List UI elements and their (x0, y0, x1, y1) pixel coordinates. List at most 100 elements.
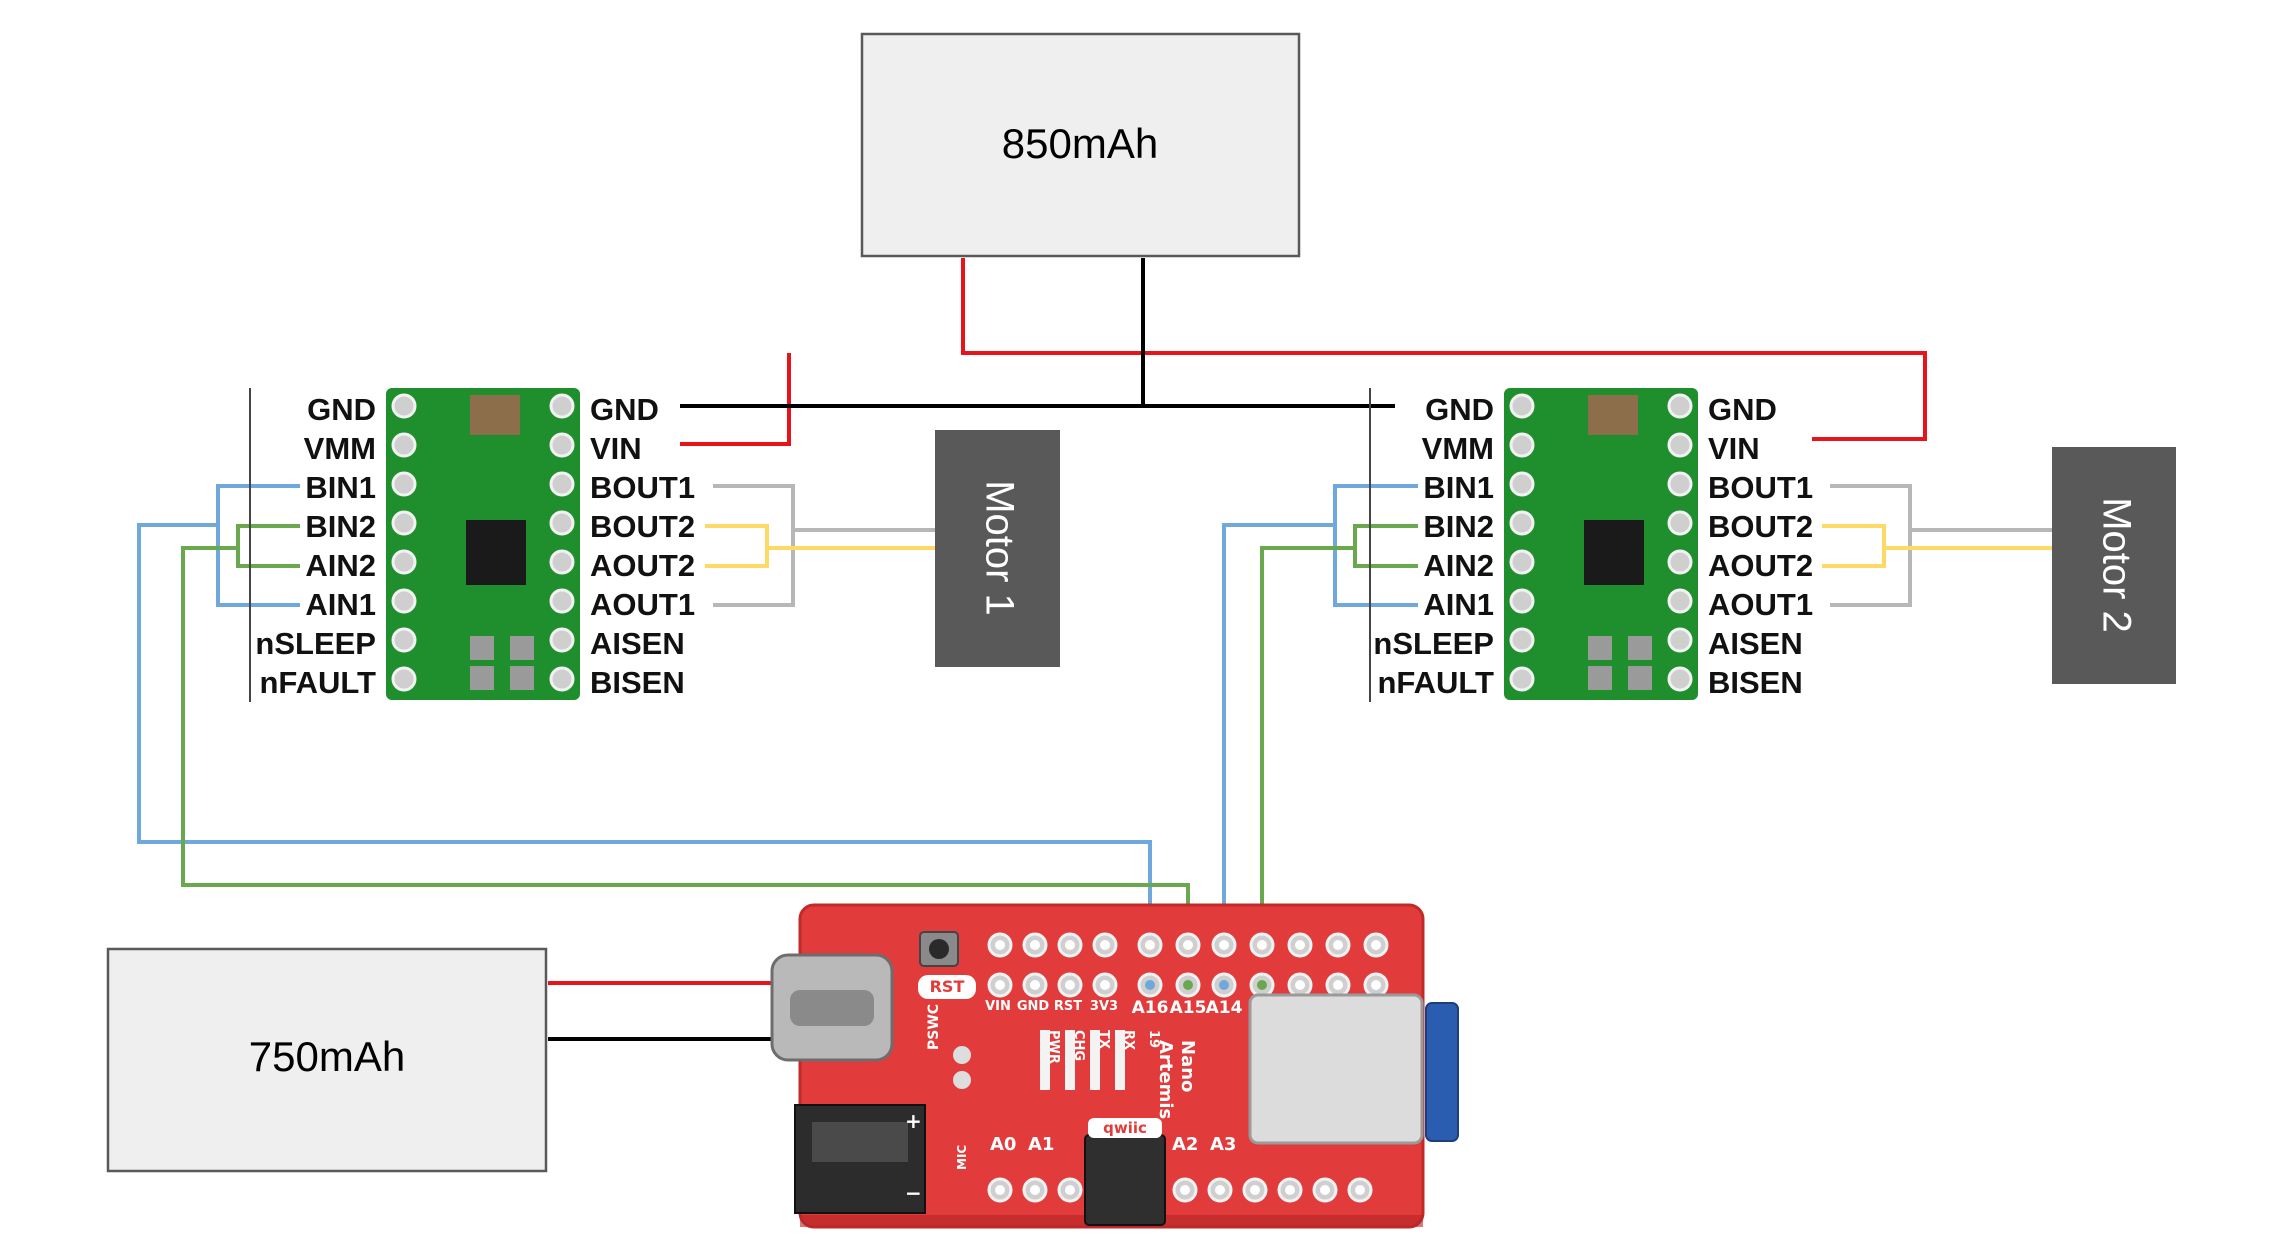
driver1-pin-gnd-right: GND (590, 392, 659, 427)
driver1-pin-ain2: AIN2 (305, 548, 376, 583)
qwiic-label: qwiic (1103, 1119, 1147, 1137)
led-19-label: 19 (1146, 1030, 1161, 1048)
svg-text:−: − (905, 1181, 922, 1205)
driver2-pin-aout1: AOUT1 (1708, 587, 1813, 622)
motor-2: Motor 2 (2052, 447, 2176, 684)
qwiic-connector (1084, 1134, 1166, 1226)
driver1-pin-vin: VIN (590, 431, 642, 466)
artemis-top-pin-labels: VIN GND RST 3V3 A16 A15 A14 (985, 998, 1242, 1018)
driver2-left-pin-labels: GND VMM BIN1 BIN2 AIN2 AIN1 nSLEEP nFAUL… (1373, 392, 1494, 700)
battery-850mah-label: 850mAh (1002, 120, 1158, 167)
driver2-pin-vmm: VMM (1422, 431, 1494, 466)
artemis-label-vin: VIN (985, 999, 1011, 1014)
driver1-bin2-wire (236, 524, 300, 568)
driver1-vin-wire (680, 353, 791, 446)
driver2-right-pin-labels: GND VIN BOUT1 BOUT2 AOUT2 AOUT1 AISEN BI… (1708, 392, 1813, 700)
driver1-pin-bout2: BOUT2 (590, 509, 695, 544)
driver2-pin-bisen: BISEN (1708, 665, 1803, 700)
driver1-pin-bout1: BOUT1 (590, 470, 695, 505)
driver1-pin-bin1: BIN1 (305, 470, 376, 505)
battery-main-positive-wire (961, 258, 1927, 441)
driver2-board (1504, 388, 1698, 700)
driver2-pin-aisen: AISEN (1708, 626, 1803, 661)
driver2-chip (1584, 520, 1644, 585)
motor-driver-2: GND VMM BIN1 BIN2 AIN2 AIN1 nSLEEP nFAUL… (1369, 388, 1813, 702)
motor1-gray-wire (713, 484, 795, 607)
motor2-gray-wire (1830, 484, 1912, 607)
artemis-bottom-header (987, 1177, 1373, 1203)
driver1-bin1-wire (216, 484, 300, 607)
driver1-pin-gnd-left: GND (307, 392, 376, 427)
driver2-pin-ain2: AIN2 (1423, 548, 1494, 583)
motor-driver-1: GND VMM BIN1 BIN2 AIN2 AIN1 nSLEEP nFAUL… (249, 388, 695, 702)
driver1-pin-aout2: AOUT2 (590, 548, 695, 583)
driver2-pin-gnd-right: GND (1708, 392, 1777, 427)
artemis-label-a14: A14 (1206, 998, 1243, 1018)
driver1-blue-signal-wire (137, 523, 1152, 985)
driver2-input-wires (1222, 484, 1418, 985)
motor-1-label: Motor 1 (977, 480, 1021, 616)
antenna (1425, 1002, 1459, 1142)
driver2-capacitor (1588, 395, 1638, 435)
driver2-pin-bout2: BOUT2 (1708, 509, 1813, 544)
driver1-pin-bin2: BIN2 (305, 509, 376, 544)
motor1-yellow-wire (705, 524, 769, 568)
driver1-pin-nsleep: nSLEEP (255, 626, 376, 661)
driver1-chip (466, 520, 526, 585)
driver1-pads (391, 393, 575, 692)
driver1-pin-aisen: AISEN (590, 626, 685, 661)
driver2-bin2-wire (1353, 524, 1418, 568)
artemis-label-rst: RST (1054, 999, 1082, 1014)
driver2-pin-ain1: AIN1 (1423, 587, 1494, 622)
driver2-pin-bin2: BIN2 (1423, 509, 1494, 544)
pswc-label: PSWC (926, 1004, 942, 1050)
artemis-led-labels: PWR CHG TX RX 19 (1040, 1030, 1161, 1090)
driver2-pin-vin: VIN (1708, 431, 1760, 466)
driver2-bin1-wire (1333, 484, 1418, 607)
motor2-wires (1822, 484, 2052, 607)
artemis-label-a2: A2 (1172, 1134, 1198, 1155)
driver1-pin-ain1: AIN1 (305, 587, 376, 622)
driver1-capacitor (470, 395, 520, 435)
driver2-green-signal-wire (1260, 546, 1355, 985)
artemis-label-gnd: GND (1017, 999, 1050, 1014)
driver2-pads (1509, 393, 1693, 692)
rst-label: RST (930, 977, 965, 996)
driver1-left-pin-labels: GND VMM BIN1 BIN2 AIN2 AIN1 nSLEEP nFAUL… (255, 392, 376, 700)
driver1-right-pin-labels: GND VIN BOUT1 BOUT2 AOUT2 AOUT1 AISEN BI… (590, 392, 695, 700)
artemis-nano-board: RST VIN G (770, 903, 1459, 1229)
svg-text:+: + (905, 1109, 922, 1133)
motor2-yellow-wire (1822, 524, 1886, 568)
artemis-module (1248, 993, 1424, 1145)
driver2-pin-aout2: AOUT2 (1708, 548, 1813, 583)
artemis-name-line1: Artemis (1155, 1040, 1176, 1119)
battery-850mah: 850mAh (860, 32, 1301, 258)
artemis-bottom-labels: A0 A1 A2 A3 (990, 1134, 1236, 1155)
driver1-pin-nfault: nFAULT (259, 665, 376, 700)
artemis-label-a16: A16 (1132, 998, 1169, 1018)
driver2-pin-bout1: BOUT1 (1708, 470, 1813, 505)
motor-1: Motor 1 (935, 430, 1060, 667)
artemis-label-a0: A0 (990, 1134, 1016, 1155)
battery-750mah-label: 750mAh (249, 1033, 405, 1080)
artemis-label-a3: A3 (1210, 1134, 1236, 1155)
motor1-wires (705, 484, 935, 607)
driver2-pin-gnd-left: GND (1425, 392, 1494, 427)
motor-2-label: Motor 2 (2094, 497, 2138, 633)
mic-label: MIC (955, 1145, 969, 1170)
artemis-label-3v3: 3V3 (1090, 999, 1118, 1014)
driver1-board (386, 388, 580, 700)
power-wires (548, 258, 1927, 1041)
artemis-label-a15: A15 (1170, 998, 1207, 1018)
artemis-top-header (987, 932, 1389, 998)
artemis-name-line2: Nano (1177, 1040, 1198, 1092)
driver2-blue-signal-wire (1222, 523, 1335, 985)
driver1-pin-aout1: AOUT1 (590, 587, 695, 622)
driver2-pin-nfault: nFAULT (1377, 665, 1494, 700)
driver2-pin-bin1: BIN1 (1423, 470, 1494, 505)
driver1-pin-vmm: VMM (304, 431, 376, 466)
battery-750mah: 750mAh (106, 947, 548, 1173)
artemis-label-a1: A1 (1028, 1134, 1054, 1155)
driver2-pin-nsleep: nSLEEP (1373, 626, 1494, 661)
